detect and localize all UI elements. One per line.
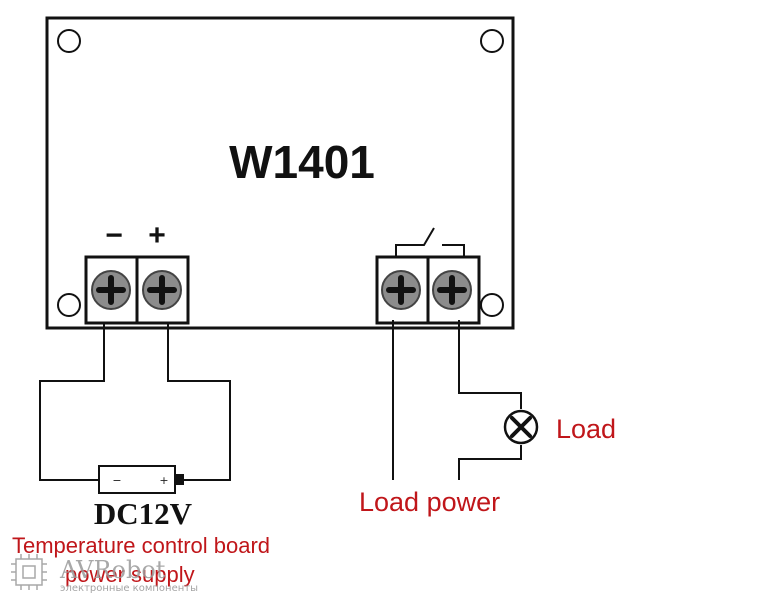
power-minus-label: − (105, 219, 123, 252)
watermark-tagline: электронные компоненты (60, 583, 198, 594)
lamp-cross-icon (503, 409, 539, 445)
caption-line-2: power supply (65, 562, 195, 587)
caption-line-1: Temperature control board (12, 533, 270, 558)
mounting-hole-top-left (57, 29, 81, 53)
screw-cross-icon (142, 270, 182, 310)
battery-voltage-label: DC12V (94, 496, 193, 531)
load-power-label: Load power (359, 487, 500, 517)
board-model-label: W1401 (229, 136, 375, 188)
battery-plus-label: + (159, 474, 168, 487)
load-label: Load (556, 414, 616, 444)
screw-cross-icon (432, 270, 472, 310)
watermark-brand: AVRobot (59, 556, 166, 584)
screw-cross-icon (381, 270, 421, 310)
power-plus-label: + (148, 219, 166, 252)
mounting-hole-top-right (480, 29, 504, 53)
switch-symbol-icon (395, 227, 465, 256)
load-wires (392, 320, 522, 480)
battery-icon (98, 465, 184, 494)
screw-cross-icon (91, 270, 131, 310)
mounting-hole-bottom-left (57, 293, 81, 317)
mounting-hole-bottom-right (480, 293, 504, 317)
battery-minus-label: − (112, 474, 121, 487)
watermark-chip-icon (11, 554, 47, 590)
power-wires (39, 323, 231, 481)
